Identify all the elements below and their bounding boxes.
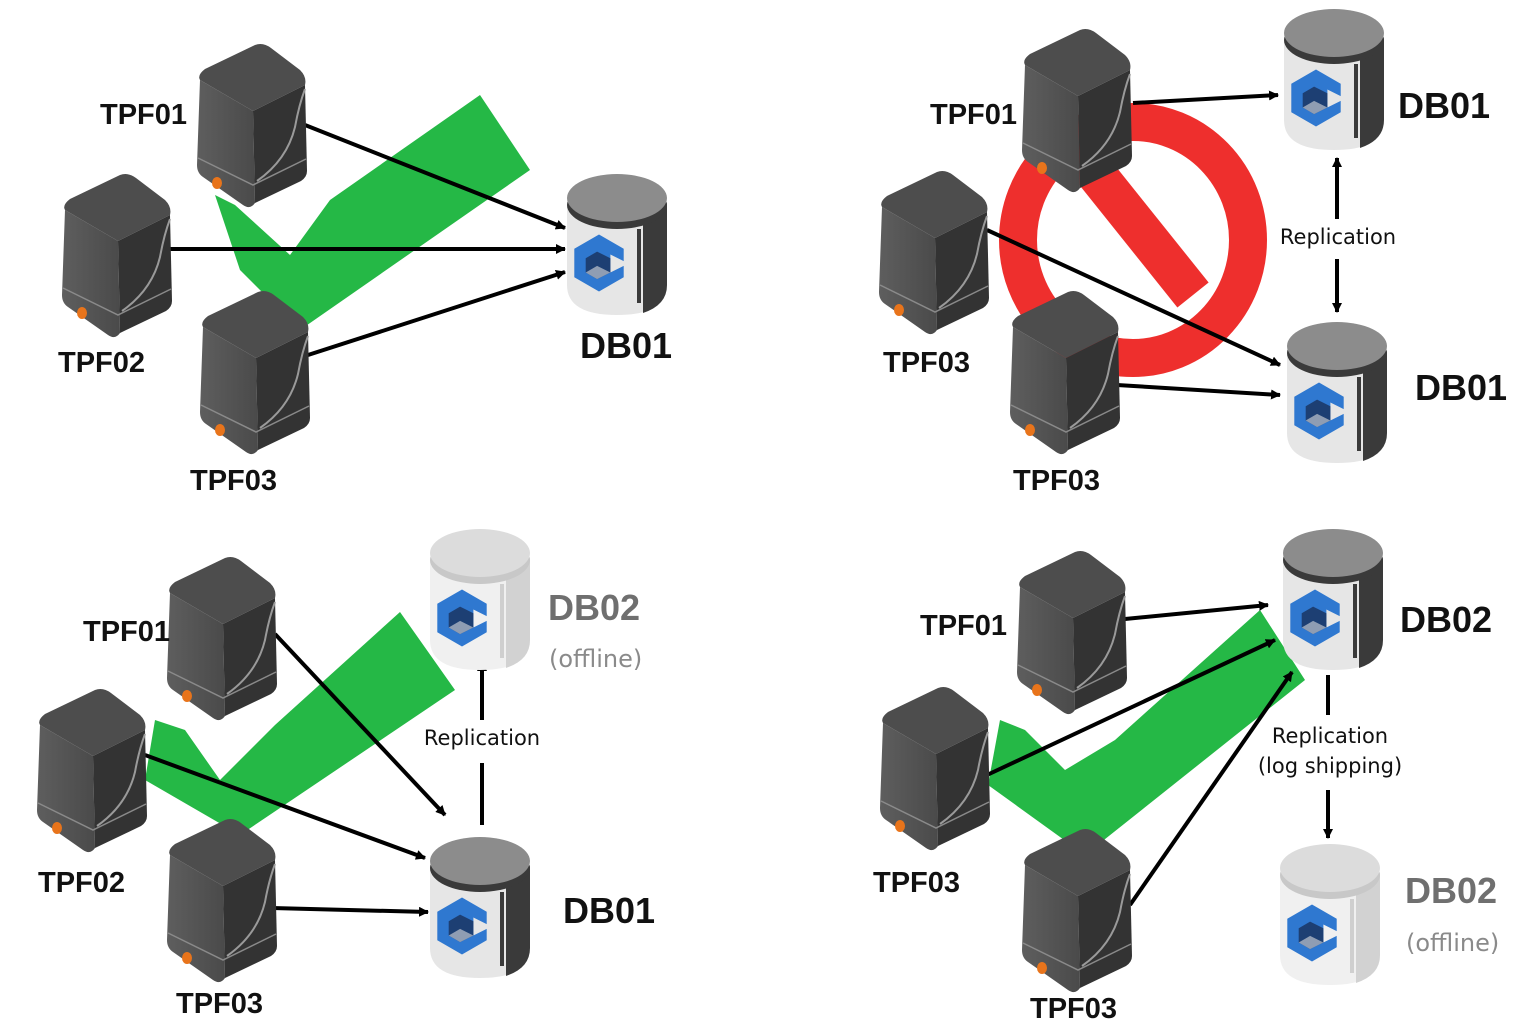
- connection-arrow: [307, 270, 566, 357]
- database-label: DB01: [1398, 85, 1490, 126]
- database-logo-icon: [1291, 69, 1341, 127]
- database-label: DB02: [1405, 870, 1497, 911]
- server-icon: [37, 689, 147, 853]
- server-icon: [1022, 29, 1132, 193]
- database-icon: [1283, 529, 1383, 670]
- panel-p2: [879, 9, 1387, 463]
- panel-p4: [880, 529, 1383, 993]
- database-status-label: (offline): [1406, 929, 1499, 957]
- server-label: TPF03: [176, 988, 263, 1020]
- server-led-icon: [212, 177, 222, 189]
- server-icon: [1022, 829, 1132, 993]
- server-label: TPF03: [1030, 993, 1117, 1024]
- server-led-icon: [215, 424, 225, 436]
- replication-label: Replication: [1280, 225, 1396, 249]
- checkmark-icon: [145, 612, 455, 835]
- server-label: TPF01: [920, 610, 1007, 642]
- connection-arrow: [1116, 383, 1281, 400]
- database-icon: [1284, 9, 1384, 150]
- server-label: TPF01: [930, 99, 1017, 131]
- server-icon: [167, 819, 277, 983]
- database-logo-icon: [574, 234, 624, 292]
- database-logo-icon: [1287, 904, 1337, 962]
- checkmark-icon: [988, 610, 1305, 855]
- database-logo-icon: [437, 589, 487, 647]
- server-led-icon: [77, 307, 87, 319]
- server-icon: [197, 44, 307, 208]
- server-label: TPF01: [100, 99, 187, 131]
- server-label: TPF01: [83, 616, 170, 648]
- server-icon: [880, 687, 990, 851]
- server-icon: [200, 291, 310, 455]
- server-label: TPF03: [883, 347, 970, 379]
- database-label: DB01: [1415, 367, 1507, 408]
- server-icon: [879, 171, 989, 335]
- replication-label: Replication: [424, 726, 540, 750]
- replication-sublabel: (log shipping): [1258, 754, 1402, 778]
- connection-arrow: [1128, 670, 1294, 907]
- database-status-label: (offline): [549, 645, 642, 673]
- server-label: TPF03: [190, 465, 277, 497]
- database-logo-icon: [1294, 382, 1344, 440]
- connection-arrow: [273, 632, 447, 817]
- connection-arrow: [1124, 600, 1269, 621]
- server-led-icon: [182, 952, 192, 964]
- panel-p3: [37, 529, 530, 983]
- database-icon: [567, 174, 667, 315]
- server-label: TPF03: [873, 867, 960, 899]
- server-led-icon: [1037, 162, 1047, 174]
- server-icon: [167, 557, 277, 721]
- database-logo-icon: [1290, 589, 1340, 647]
- panel-p1: [62, 44, 667, 455]
- server-led-icon: [895, 820, 905, 832]
- database-offline-icon: [1280, 844, 1380, 985]
- server-led-icon: [1032, 684, 1042, 696]
- connection-arrow: [986, 638, 1276, 777]
- server-led-icon: [52, 822, 62, 834]
- connection-arrow: [304, 123, 566, 230]
- server-icon: [1017, 551, 1127, 715]
- database-icon: [1287, 322, 1387, 463]
- database-label: DB02: [548, 587, 640, 628]
- server-led-icon: [1025, 424, 1035, 436]
- server-label: TPF02: [58, 347, 145, 379]
- server-led-icon: [1037, 962, 1047, 974]
- checkmark-icon: [215, 95, 530, 330]
- server-label: TPF03: [1013, 465, 1100, 497]
- database-label: DB01: [563, 890, 655, 931]
- server-led-icon: [894, 304, 904, 316]
- server-label: TPF02: [38, 867, 125, 899]
- database-offline-icon: [430, 529, 530, 670]
- database-logo-icon: [437, 897, 487, 955]
- connection-arrow: [144, 753, 426, 860]
- server-led-icon: [182, 690, 192, 702]
- database-icon: [430, 837, 530, 978]
- database-label: DB02: [1400, 599, 1492, 640]
- server-icon: [62, 174, 172, 338]
- connection-arrow: [986, 228, 1281, 367]
- replication-label: Replication: [1272, 724, 1388, 748]
- connection-arrow: [271, 906, 429, 917]
- database-label: DB01: [580, 325, 672, 366]
- connection-arrow: [1132, 90, 1279, 105]
- server-icon: [1010, 291, 1120, 455]
